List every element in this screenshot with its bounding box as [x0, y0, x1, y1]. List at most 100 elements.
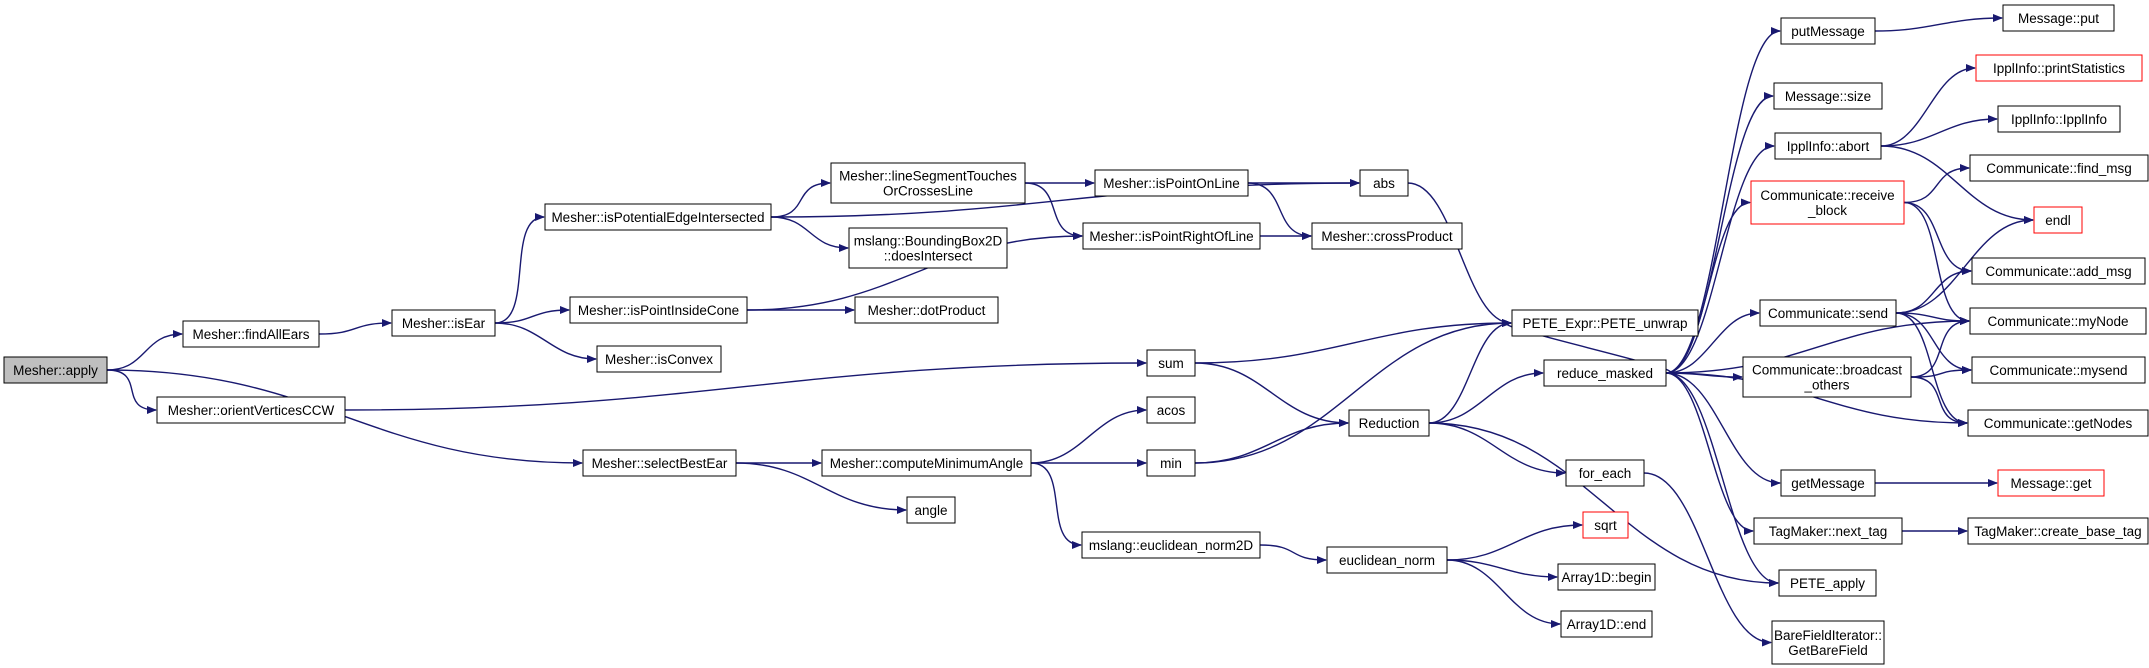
node-end[interactable]: Array1D::end	[1560, 610, 1653, 638]
node-angle[interactable]: angle	[906, 496, 956, 524]
node-putMessage[interactable]: putMessage	[1780, 17, 1876, 45]
node-PETE_apply[interactable]: PETE_apply	[1778, 569, 1877, 597]
node-box-sqrt[interactable]	[1582, 511, 1629, 539]
node-box-reduce_masked[interactable]	[1543, 359, 1667, 387]
node-box-isPotentialEdgeIntersected[interactable]	[544, 203, 772, 231]
node-isEar[interactable]: Mesher::isEar	[391, 309, 496, 337]
node-mysend[interactable]: Communicate::mysend	[1971, 356, 2146, 384]
node-box-next_tag[interactable]	[1753, 517, 1903, 545]
node-box-min[interactable]	[1146, 449, 1196, 477]
node-box-isConvex[interactable]	[596, 345, 722, 373]
node-box-end[interactable]	[1560, 610, 1653, 638]
node-box-receive_block[interactable]	[1750, 180, 1905, 225]
node-getMessage[interactable]: getMessage	[1780, 469, 1876, 497]
node-msgsize[interactable]: Message::size	[1773, 82, 1883, 110]
node-find_msg[interactable]: Communicate::find_msg	[1969, 154, 2149, 182]
node-acos[interactable]: acos	[1146, 396, 1196, 424]
node-box-getMessage[interactable]	[1780, 469, 1876, 497]
node-msgget[interactable]: Message::get	[1997, 469, 2105, 497]
node-isPotentialEdgeIntersected[interactable]: Mesher::isPotentialEdgeIntersected	[544, 203, 772, 231]
node-PETE_unwrap[interactable]: PETE_Expr::PETE_unwrap	[1511, 309, 1699, 337]
node-box-create_base_tag[interactable]	[1967, 517, 2149, 545]
node-box-mysend[interactable]	[1971, 356, 2146, 384]
node-put[interactable]: Message::put	[2002, 4, 2115, 32]
node-box-isPointOnLine[interactable]	[1094, 169, 1249, 197]
node-box-PETE_unwrap[interactable]	[1511, 309, 1699, 337]
node-box-orientVerticesCCW[interactable]	[156, 396, 346, 424]
node-for_each[interactable]: for_each	[1565, 459, 1645, 487]
node-printStatistics[interactable]: IpplInfo::printStatistics	[1975, 54, 2143, 82]
node-box-IpplInfo[interactable]	[1997, 105, 2121, 133]
node-broadcast_others[interactable]: Communicate::broadcast_others	[1742, 356, 1912, 398]
node-receive_block[interactable]: Communicate::receive_block	[1750, 180, 1905, 225]
node-box-angle[interactable]	[906, 496, 956, 524]
node-reduce_masked[interactable]: reduce_masked	[1543, 359, 1667, 387]
node-findAllEars[interactable]: Mesher::findAllEars	[182, 320, 320, 348]
node-apply[interactable]: Mesher::apply	[3, 356, 108, 384]
node-next_tag[interactable]: TagMaker::next_tag	[1753, 517, 1903, 545]
node-box-euclidean_norm2D[interactable]	[1081, 531, 1261, 559]
node-box-computeMinimumAngle[interactable]	[821, 449, 1032, 477]
node-box-myNode[interactable]	[1969, 307, 2147, 335]
node-abs[interactable]: abs	[1359, 169, 1409, 197]
node-computeMinimumAngle[interactable]: Mesher::computeMinimumAngle	[821, 449, 1032, 477]
node-box-PETE_apply[interactable]	[1778, 569, 1877, 597]
node-box-abs[interactable]	[1359, 169, 1409, 197]
node-euclidean_norm[interactable]: euclidean_norm	[1326, 546, 1448, 574]
node-box-msgget[interactable]	[1997, 469, 2105, 497]
node-begin[interactable]: Array1D::begin	[1557, 563, 1656, 591]
node-IpplInfo[interactable]: IpplInfo::IpplInfo	[1997, 105, 2121, 133]
node-box-GetBareField[interactable]	[1771, 620, 1885, 665]
node-box-euclidean_norm[interactable]	[1326, 546, 1448, 574]
node-sqrt[interactable]: sqrt	[1582, 511, 1629, 539]
node-euclidean_norm2D[interactable]: mslang::euclidean_norm2D	[1081, 531, 1261, 559]
node-box-find_msg[interactable]	[1969, 154, 2149, 182]
node-box-send[interactable]	[1759, 299, 1897, 327]
node-box-findAllEars[interactable]	[182, 320, 320, 348]
node-box-acos[interactable]	[1146, 396, 1196, 424]
node-send[interactable]: Communicate::send	[1759, 299, 1897, 327]
node-box-apply[interactable]	[3, 356, 108, 384]
node-sum[interactable]: sum	[1146, 349, 1196, 377]
node-box-put[interactable]	[2002, 4, 2115, 32]
node-box-printStatistics[interactable]	[1975, 54, 2143, 82]
node-box-lineSegmentTouches[interactable]	[830, 162, 1026, 204]
node-box-broadcast_others[interactable]	[1742, 356, 1912, 398]
node-box-dotProduct[interactable]	[854, 296, 999, 324]
node-orientVerticesCCW[interactable]: Mesher::orientVerticesCCW	[156, 396, 346, 424]
node-box-crossProduct[interactable]	[1311, 222, 1463, 250]
node-add_msg[interactable]: Communicate::add_msg	[1971, 257, 2146, 285]
node-create_base_tag[interactable]: TagMaker::create_base_tag	[1967, 517, 2149, 545]
node-Reduction[interactable]: Reduction	[1348, 409, 1430, 437]
node-box-putMessage[interactable]	[1780, 17, 1876, 45]
node-min[interactable]: min	[1146, 449, 1196, 477]
node-box-isPointInsideCone[interactable]	[569, 296, 748, 324]
node-box-selectBestEar[interactable]	[582, 449, 737, 477]
node-isPointRightOfLine[interactable]: Mesher::isPointRightOfLine	[1082, 222, 1261, 250]
node-GetBareField[interactable]: BareFieldIterator::GetBareField	[1771, 620, 1885, 665]
node-getNodes[interactable]: Communicate::getNodes	[1967, 409, 2149, 437]
node-box-sum[interactable]	[1146, 349, 1196, 377]
node-box-doesIntersect[interactable]	[848, 227, 1008, 269]
node-box-abort[interactable]	[1774, 132, 1882, 160]
node-isPointInsideCone[interactable]: Mesher::isPointInsideCone	[569, 296, 748, 324]
node-selectBestEar[interactable]: Mesher::selectBestEar	[582, 449, 737, 477]
node-box-Reduction[interactable]	[1348, 409, 1430, 437]
node-myNode[interactable]: Communicate::myNode	[1969, 307, 2147, 335]
node-box-begin[interactable]	[1557, 563, 1656, 591]
node-crossProduct[interactable]: Mesher::crossProduct	[1311, 222, 1463, 250]
node-dotProduct[interactable]: Mesher::dotProduct	[854, 296, 999, 324]
node-doesIntersect[interactable]: mslang::BoundingBox2D::doesIntersect	[848, 227, 1008, 269]
node-box-endl[interactable]	[2033, 206, 2083, 234]
node-box-getNodes[interactable]	[1967, 409, 2149, 437]
node-box-for_each[interactable]	[1565, 459, 1645, 487]
node-box-add_msg[interactable]	[1971, 257, 2146, 285]
node-endl[interactable]: endl	[2033, 206, 2083, 234]
node-isConvex[interactable]: Mesher::isConvex	[596, 345, 722, 373]
node-box-msgsize[interactable]	[1773, 82, 1883, 110]
node-box-isPointRightOfLine[interactable]	[1082, 222, 1261, 250]
node-box-isEar[interactable]	[391, 309, 496, 337]
node-isPointOnLine[interactable]: Mesher::isPointOnLine	[1094, 169, 1249, 197]
node-abort[interactable]: IpplInfo::abort	[1774, 132, 1882, 160]
